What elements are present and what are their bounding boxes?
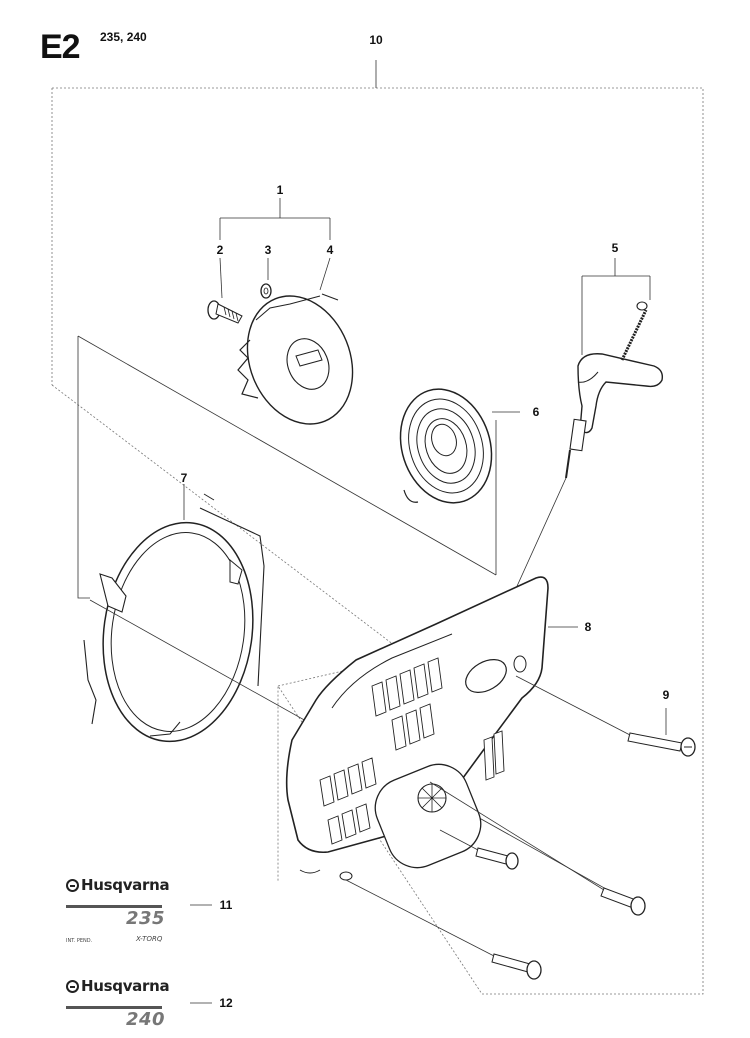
recoil-spring-part-6 <box>399 388 493 504</box>
screw-part-9 <box>627 732 696 757</box>
callout-12: 12 <box>219 996 233 1010</box>
callout-2: 2 <box>217 243 224 257</box>
callout-4: 4 <box>327 243 334 257</box>
pulley-frame <box>77 336 90 599</box>
decal-240-brand: Husqvarna <box>66 977 170 995</box>
washer-part-3 <box>260 283 272 299</box>
model-list: 235, 240 <box>100 30 147 44</box>
kit-boundary <box>52 87 704 995</box>
husqvarna-logo-icon <box>66 879 79 892</box>
decal-240-stripe <box>66 1006 162 1009</box>
callout-8: 8 <box>585 620 592 634</box>
callout-1: 1 <box>277 183 284 197</box>
pulley-part-4 <box>237 293 354 425</box>
callout-5: 5 <box>612 241 619 255</box>
husqvarna-logo-icon <box>66 980 79 993</box>
callout-7: 7 <box>181 471 188 485</box>
decal-240-model: 240 <box>126 1009 166 1030</box>
screw-part-2 <box>207 300 243 324</box>
starter-handle-part-5 <box>565 301 664 479</box>
screw-part-9c <box>600 887 646 916</box>
decal-235-small-text: INT. PEND. <box>66 938 93 944</box>
callout-3: 3 <box>265 243 272 257</box>
callout-10: 10 <box>369 33 383 47</box>
starter-housing-part-8 <box>285 576 549 881</box>
callout-11: 11 <box>220 898 233 912</box>
callout-9: 9 <box>663 688 670 702</box>
decal-235-brand: Husqvarna <box>66 876 170 894</box>
page-code: E2 <box>40 28 81 66</box>
decal-235-tag: X-TORQ <box>136 935 163 943</box>
decal-235-model: 235 <box>126 908 166 929</box>
decal-235-stripe <box>66 905 162 908</box>
air-guide-part-7 <box>83 493 265 743</box>
callout-6: 6 <box>533 405 540 419</box>
screw-part-9d <box>491 953 542 980</box>
screw-part-9b <box>475 847 519 870</box>
